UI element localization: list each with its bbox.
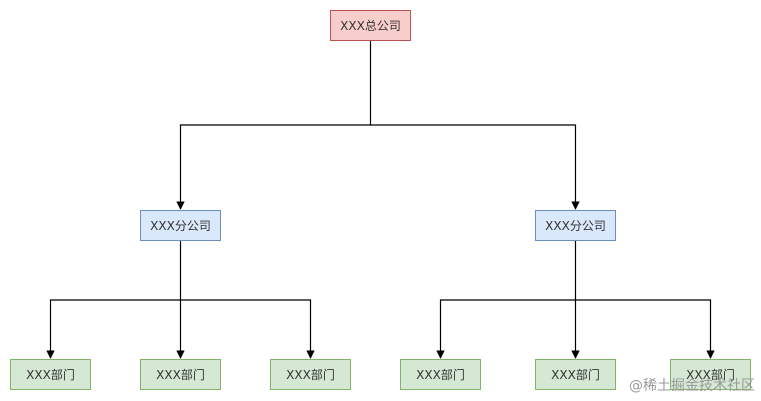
edge-branch-left-to-leaf-0 [46,299,181,359]
branch-node-right[interactable]: XXX分公司 [535,210,616,241]
edge-branch-right-to-leaf-3 [436,299,576,359]
watermark: @稀土掘金技术社区 [629,378,755,394]
edge-branch-right-to-leaf-5 [575,299,715,359]
edge-branch-left-to-leaf-2 [180,299,315,359]
edge-root-to-branches [176,41,372,210]
department-node[interactable]: XXX部门 [140,359,221,390]
department-node[interactable]: XXX部门 [270,359,351,390]
edge-root-to-branch-right [370,124,580,210]
department-node[interactable]: XXX部门 [670,359,751,390]
department-node[interactable]: XXX部门 [535,359,616,390]
department-node[interactable]: XXX部门 [400,359,481,390]
department-node[interactable]: XXX部门 [10,359,91,390]
branch-node-left[interactable]: XXX分公司 [140,210,221,241]
root-node[interactable]: XXX总公司 [330,10,411,41]
